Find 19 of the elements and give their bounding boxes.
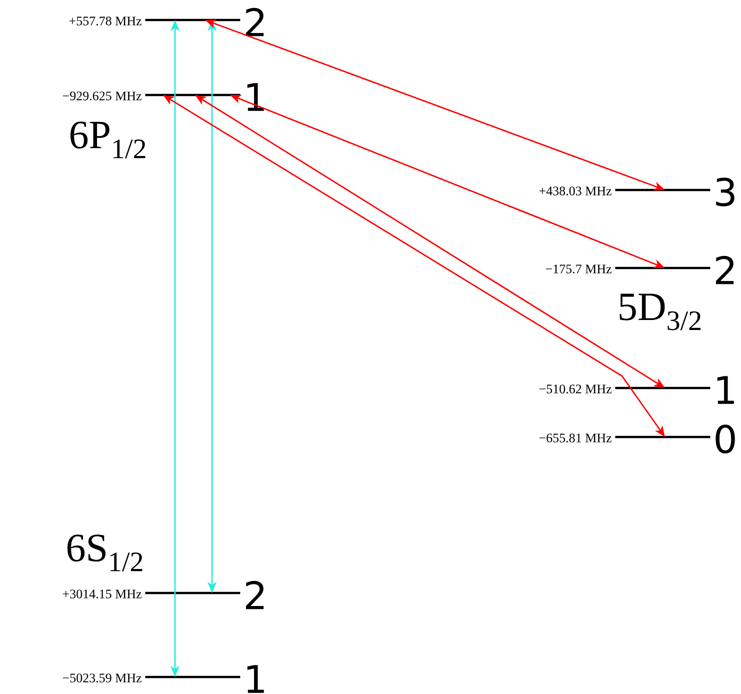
frequency-label: +438.03 MHz [536,184,614,198]
level-number: 1 [247,665,264,693]
frequency-label: −175.7 MHz [543,262,614,276]
frequency-label: +557.78 MHz [66,14,144,28]
level-number: 2 [246,8,264,36]
frequency-label: −655.81 MHz [536,432,614,444]
frequency-label: −5023.59 MHz [60,672,144,684]
level-number: 3 [716,178,734,206]
level-number: 1 [717,376,734,404]
level-number: 0 [716,424,735,454]
state-label: 6P$_{1/2}$ [70,122,146,158]
level-number: 2 [716,256,734,284]
frequency-label: −510.62 MHz [536,382,614,396]
state-label: 6S$_{1/2}$ [67,534,142,572]
frequency-label: −929.625 MHz [60,90,144,102]
level-number: 2 [246,580,264,610]
state-label: 5D$_{3/2}$ [620,294,701,330]
level-number: 1 [247,83,264,111]
frequency-label: +3014.15 MHz [60,588,144,600]
